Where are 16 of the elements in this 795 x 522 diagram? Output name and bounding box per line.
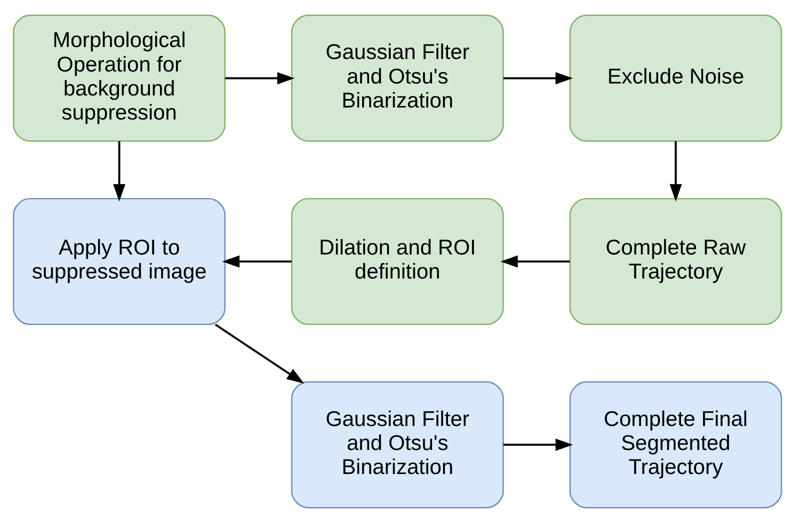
node-box: Apply ROI to suppressed image [12,197,226,325]
arrow [113,140,126,202]
arrow [214,323,304,384]
node-box: Morphological Operation for background suppression [12,14,226,142]
node-box: Complete Raw Trajectory [569,197,782,325]
node-box: Dilation and ROI definition [291,197,504,325]
arrow [225,72,295,84]
node-box: Complete Final Segmented Trajectory [569,380,782,508]
arrow [503,438,573,450]
node-box: Gaussian Filter and Otsu's Binarization [291,380,504,508]
node-box: Exclude Noise [569,14,782,142]
arrow [222,254,292,268]
arrow [503,72,573,84]
arrow [670,140,682,202]
node-box: Gaussian Filter and Otsu's Binarization [291,14,504,142]
arrow [500,254,570,268]
